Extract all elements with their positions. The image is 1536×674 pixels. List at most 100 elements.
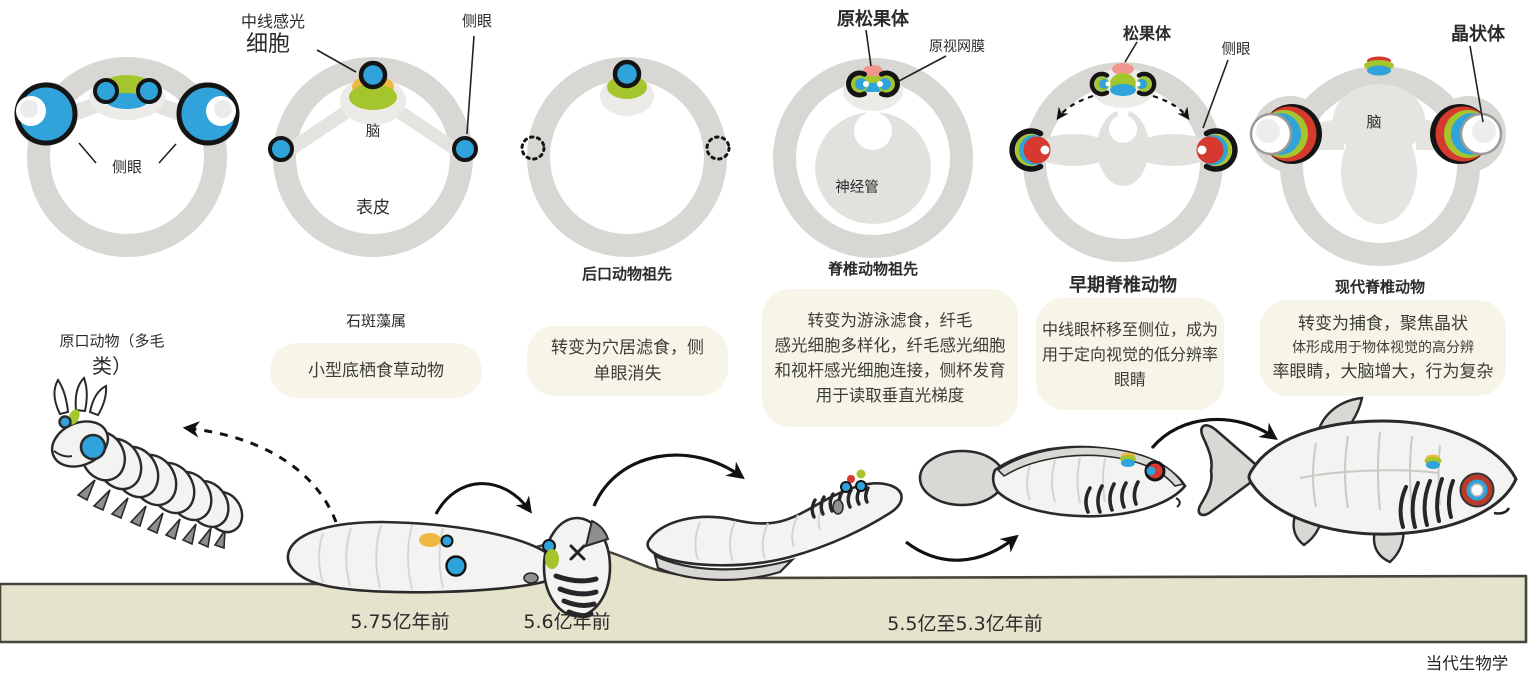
label-midline-photoreceptor-line1: 中线感光	[240, 12, 306, 31]
worm-small-eye	[58, 415, 72, 429]
label-brain-stage2: 脑	[365, 124, 381, 140]
cross-section-protostome	[14, 57, 240, 257]
description-line: 用于定向视觉的低分辨率	[1041, 344, 1218, 364]
pigment-spot-red	[847, 475, 855, 483]
evolution-arrow-1	[434, 482, 532, 515]
midline-photoreceptor	[612, 59, 642, 89]
proto-retina-right-cup	[877, 70, 900, 98]
caption-protostome-line1: 原口动物（多毛	[59, 332, 165, 350]
description-line: 体形成用于物体视觉的高分辨	[1292, 340, 1474, 356]
pineal-spot	[1424, 454, 1442, 469]
pigment-spot-green	[856, 469, 866, 479]
label-lateral-eye-stage5: 侧眼	[1221, 42, 1251, 58]
mouth	[523, 572, 539, 584]
caption-early-vertebrate: 早期脊椎动物	[1069, 275, 1177, 296]
neural-tube-body	[815, 112, 931, 224]
lateral-eye-cup-right	[1196, 128, 1238, 172]
evolution-arrow-4	[1150, 417, 1278, 450]
cross-section-vertebrate-ancestor	[773, 29, 973, 258]
mat-creeper-animal	[286, 520, 558, 594]
pointer-line	[316, 49, 357, 73]
gill-slits	[1084, 480, 1140, 514]
pointer-line	[1469, 45, 1484, 123]
description-box-modern-vertebrate: 转变为捕食，聚焦晶状 体形成用于物体视觉的高分辨 率眼睛，大脑增大，行为复杂	[1260, 300, 1506, 396]
lost-eye-mark	[569, 544, 586, 561]
myomere-lines	[1026, 457, 1106, 504]
pigment-patch	[545, 549, 559, 569]
caption-stem-bilaterian: 石斑藻属	[345, 312, 407, 330]
eye-spot-large	[445, 555, 467, 577]
eye-spot-small	[440, 534, 454, 548]
description-box-early-vertebrate: 中线眼杯移至侧位，成为 用于定向视觉的低分辨率 眼睛	[1036, 298, 1224, 410]
description-box-deuterostome: 转变为穴居滤食，侧 单眼消失	[527, 326, 728, 396]
pointer-line	[78, 142, 97, 164]
description-line: 和视杆感光细胞连接，侧杯发育	[774, 361, 1006, 380]
gill-bars	[553, 573, 599, 619]
cross-section-modern-vertebrate	[1249, 45, 1506, 266]
description-line: 用于读取垂直光梯度	[815, 386, 965, 405]
lateral-eye-right	[452, 136, 478, 162]
label-lens: 晶状体	[1451, 24, 1505, 45]
pigment-patch	[419, 533, 441, 547]
evolution-arrow-dashed-to-protostome	[182, 421, 338, 523]
lateral-eye-cup-left	[1009, 128, 1051, 172]
description-line: 感光细胞多样化，纤毛感光细胞	[774, 336, 1006, 355]
cross-section-stem-bilaterian	[268, 35, 478, 257]
mouth	[832, 499, 844, 515]
label-proto-pineal: 原松果体	[837, 9, 909, 30]
segment-lines	[318, 524, 444, 590]
migration-arrow-right	[1152, 94, 1190, 120]
eye-cup	[1144, 460, 1166, 482]
midline-photoreceptor-left	[93, 78, 119, 104]
pointer-line	[466, 35, 475, 135]
pineal-spot	[1120, 452, 1136, 467]
myomere-lines	[694, 501, 825, 562]
eye-spot-right	[855, 480, 867, 492]
mouth	[1175, 497, 1181, 508]
eye-spot-left	[840, 481, 852, 493]
caption-protostome-line2: 类）	[92, 354, 132, 378]
midline-photoreceptor	[358, 60, 388, 90]
polychaete-worm	[50, 376, 244, 550]
burrow-cap	[584, 519, 610, 548]
description-line: 转变为捕食，聚焦晶状	[1298, 314, 1468, 334]
pointer-line	[865, 29, 872, 67]
label-neural-tube: 神经管	[835, 180, 879, 196]
label-proto-retina: 原视网膜	[929, 39, 985, 55]
medial-eye-cup-left	[1089, 71, 1111, 97]
evolution-arrow-2	[592, 453, 745, 507]
label-lateral-eye-stage1: 侧眼	[111, 158, 143, 176]
midline-photoreceptor-right	[136, 78, 162, 104]
lateral-eye-left	[268, 136, 294, 162]
pointer-line	[1202, 59, 1229, 129]
dorsal-band	[996, 446, 1185, 487]
description-line: 单眼消失	[593, 364, 662, 384]
pineal-organ	[1112, 63, 1134, 75]
brain-anlage	[349, 84, 397, 110]
label-epidermis: 表皮	[356, 198, 390, 218]
caption-deuterostome-ancestor: 后口动物祖先	[581, 265, 673, 283]
amphioxus-like-chordate	[646, 469, 903, 581]
cross-section-early-vertebrate	[1009, 41, 1238, 262]
camera-eye-right	[1430, 104, 1503, 164]
evolution-arrow-3	[905, 534, 1019, 562]
mouth	[1493, 507, 1511, 515]
gill-slits	[810, 486, 870, 519]
timeline-560mya: 5.6亿年前	[523, 611, 611, 633]
worm-lateral-eye	[79, 433, 107, 461]
antennae	[53, 376, 108, 417]
description-line: 率眼睛，大脑增大，行为复杂	[1272, 362, 1494, 382]
caption-modern-vertebrate: 现代脊椎动物	[1334, 278, 1426, 296]
gill-slits	[1398, 477, 1455, 529]
label-midline-photoreceptor-line2: 细胞	[245, 32, 291, 57]
label-pineal: 松果体	[1122, 24, 1172, 43]
camera-eye-left	[1249, 104, 1322, 164]
lost-lateral-eye-left	[520, 135, 546, 161]
timeline-550-530mya: 5.5亿至5.3亿年前	[887, 613, 1043, 635]
early-jawless-fish	[918, 445, 1187, 518]
description-line: 转变为穴居滤食，侧	[551, 338, 704, 358]
label-lateral-eye-stage2: 侧眼	[461, 12, 493, 30]
description-box-vertebrate-ancestor: 转变为游泳滤食，纤毛 感光细胞多样化，纤毛感光细胞 和视杆感光细胞连接，侧杯发育…	[762, 289, 1018, 427]
